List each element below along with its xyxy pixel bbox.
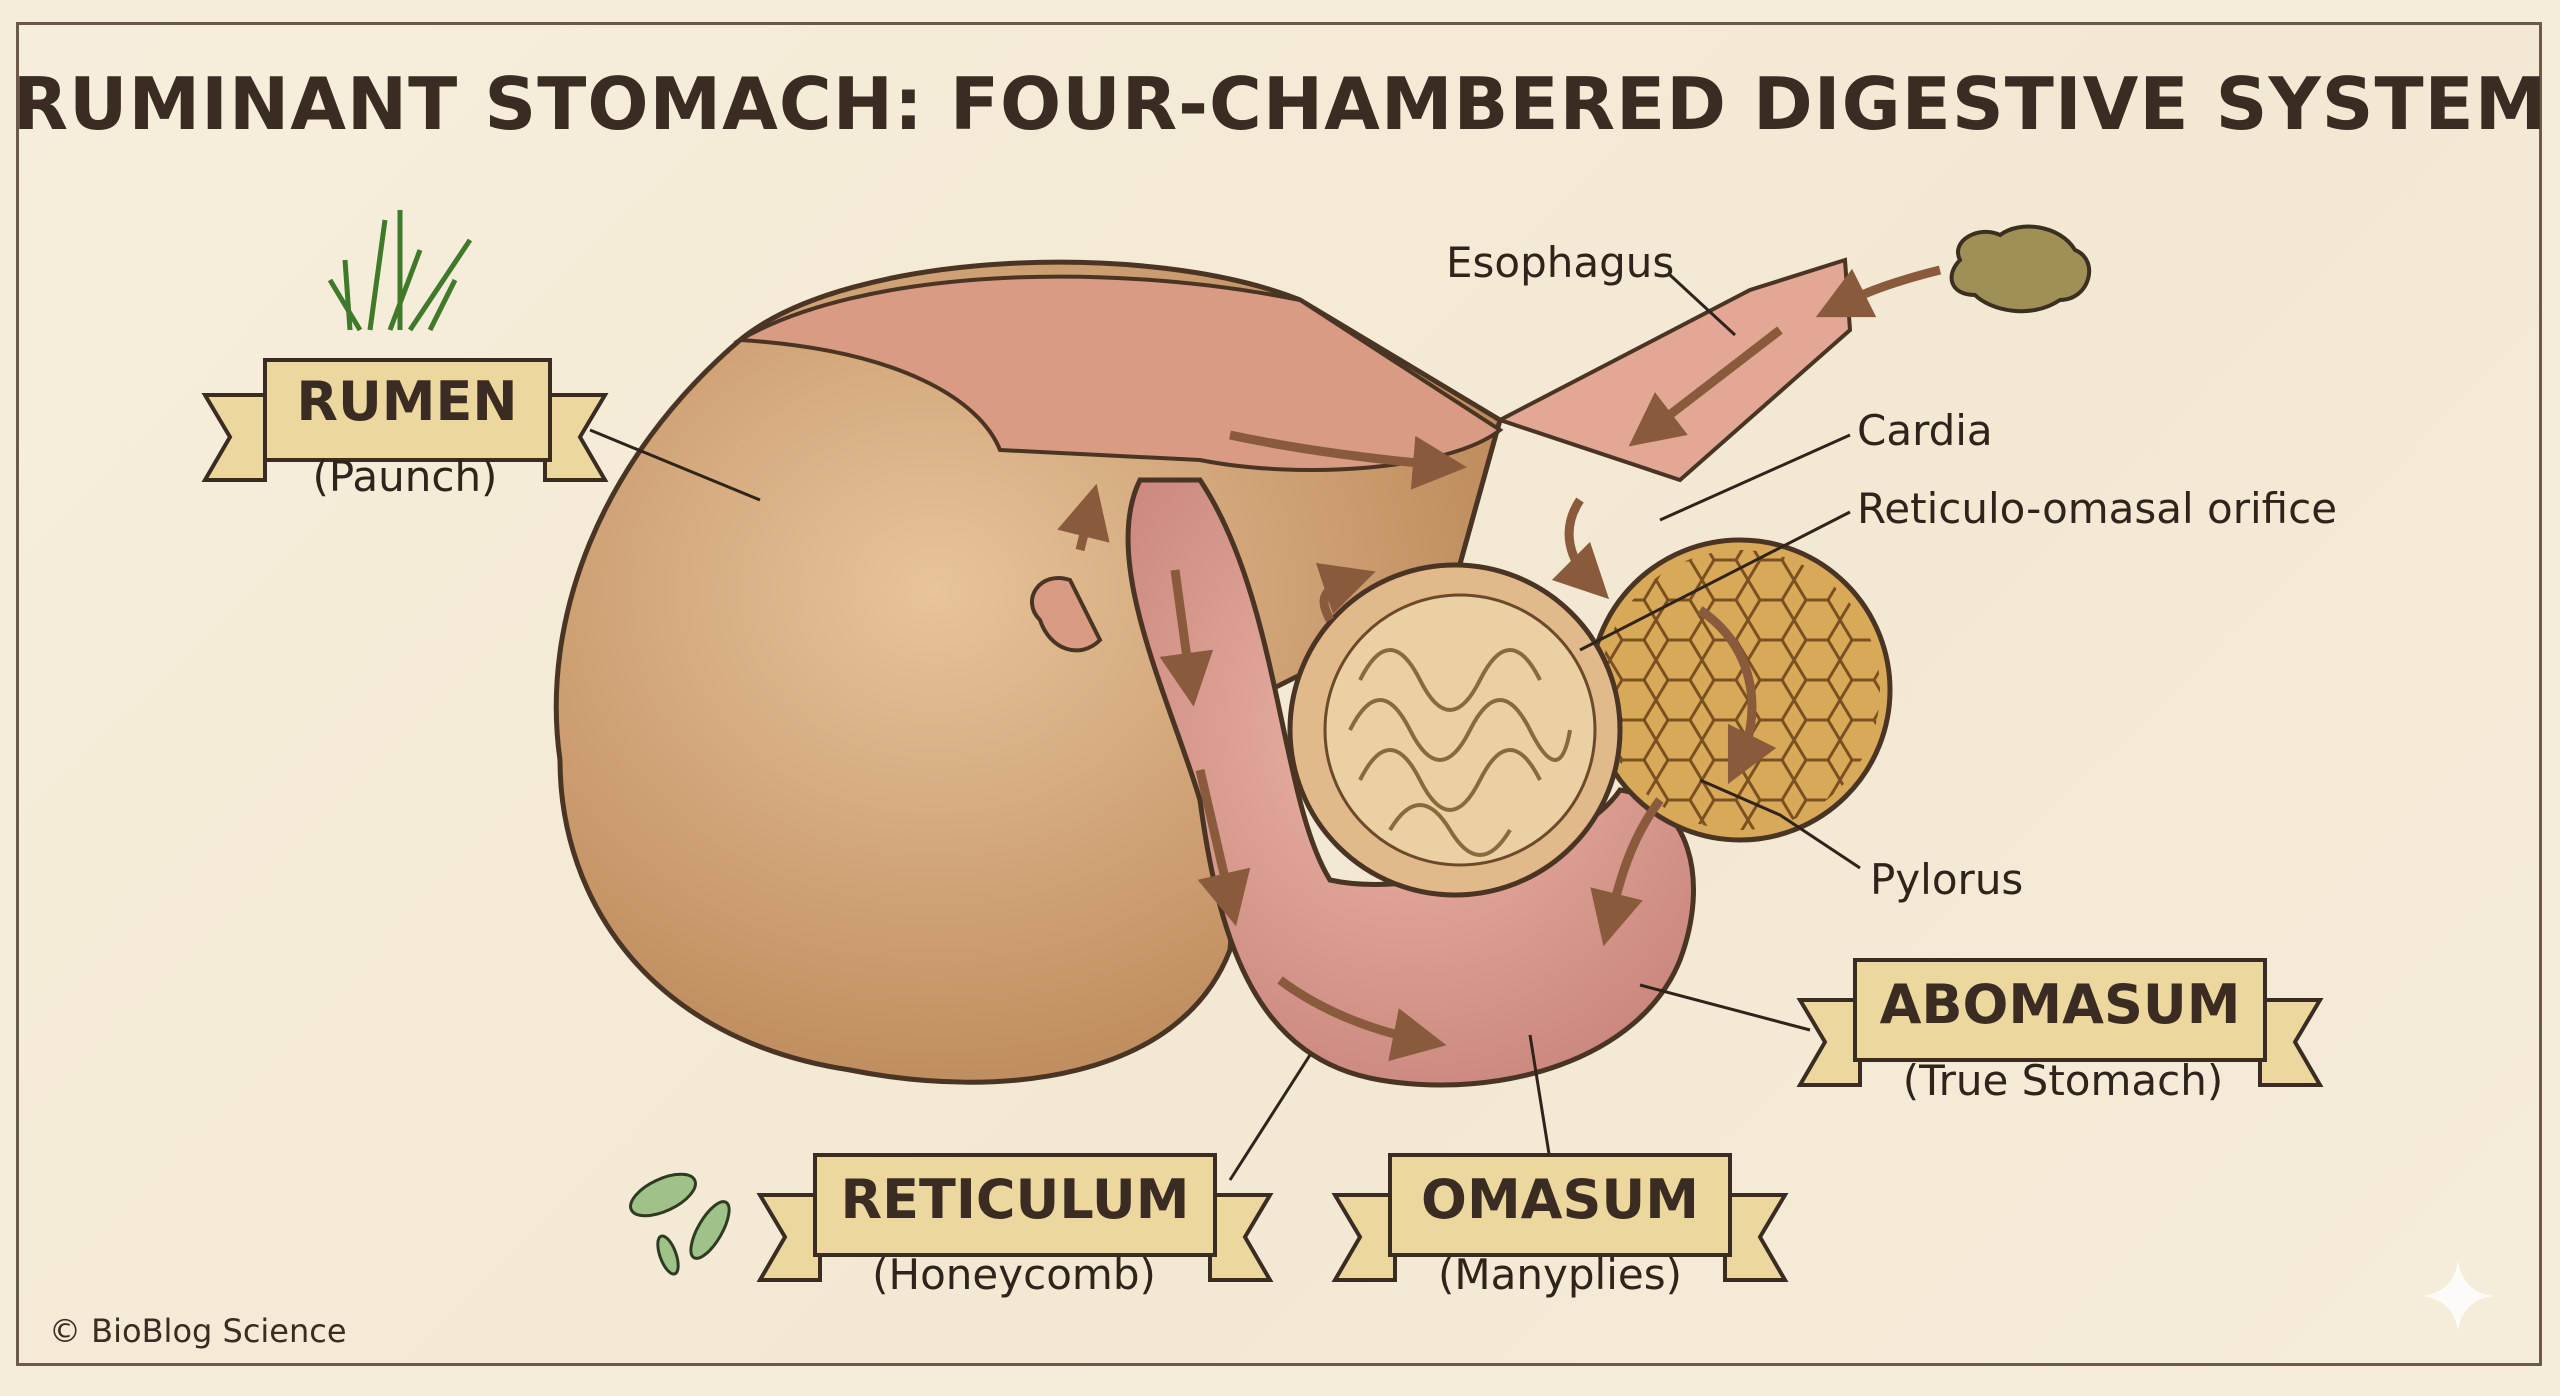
page-title: RUMINANT STOMACH: FOUR-CHAMBERED DIGESTI…: [12, 62, 2548, 146]
bacteria-icon: [629, 1172, 731, 1276]
sparkle-icon: [2422, 1260, 2494, 1332]
abomasum-subtitle: (True Stomach): [1902, 1056, 2224, 1105]
abomasum-label: ABOMASUM: [1879, 973, 2241, 1036]
banners: [201, 358, 2324, 1282]
reticulo-omasal-label: Reticulo-omasal orifice: [1857, 484, 2338, 533]
omasum-subtitle: (Manyplies): [1438, 1250, 1682, 1299]
grass-icon: [327, 210, 473, 332]
copyright: © BioBlog Science: [49, 1312, 347, 1350]
flow-arrows: [1057, 265, 1942, 1062]
rumen-label: RUMEN: [296, 370, 518, 433]
abomasum-shape: [1125, 477, 1696, 1088]
diagram-frame: [16, 22, 2542, 1366]
esophagus-label: Esophagus: [1446, 238, 1675, 287]
leader-lines: [589, 273, 1861, 1181]
rumen-subtitle: (Paunch): [312, 452, 498, 501]
reticulum-label: RETICULUM: [840, 1168, 1190, 1231]
esophagus-shape: [1494, 257, 1853, 483]
pylorus-label: Pylorus: [1870, 855, 2024, 904]
omasum-label: OMASUM: [1421, 1168, 1699, 1231]
reticulum-subtitle: (Honeycomb): [872, 1250, 1156, 1299]
cardia-label: Cardia: [1857, 406, 1993, 455]
cud-icon: [1949, 224, 2092, 314]
